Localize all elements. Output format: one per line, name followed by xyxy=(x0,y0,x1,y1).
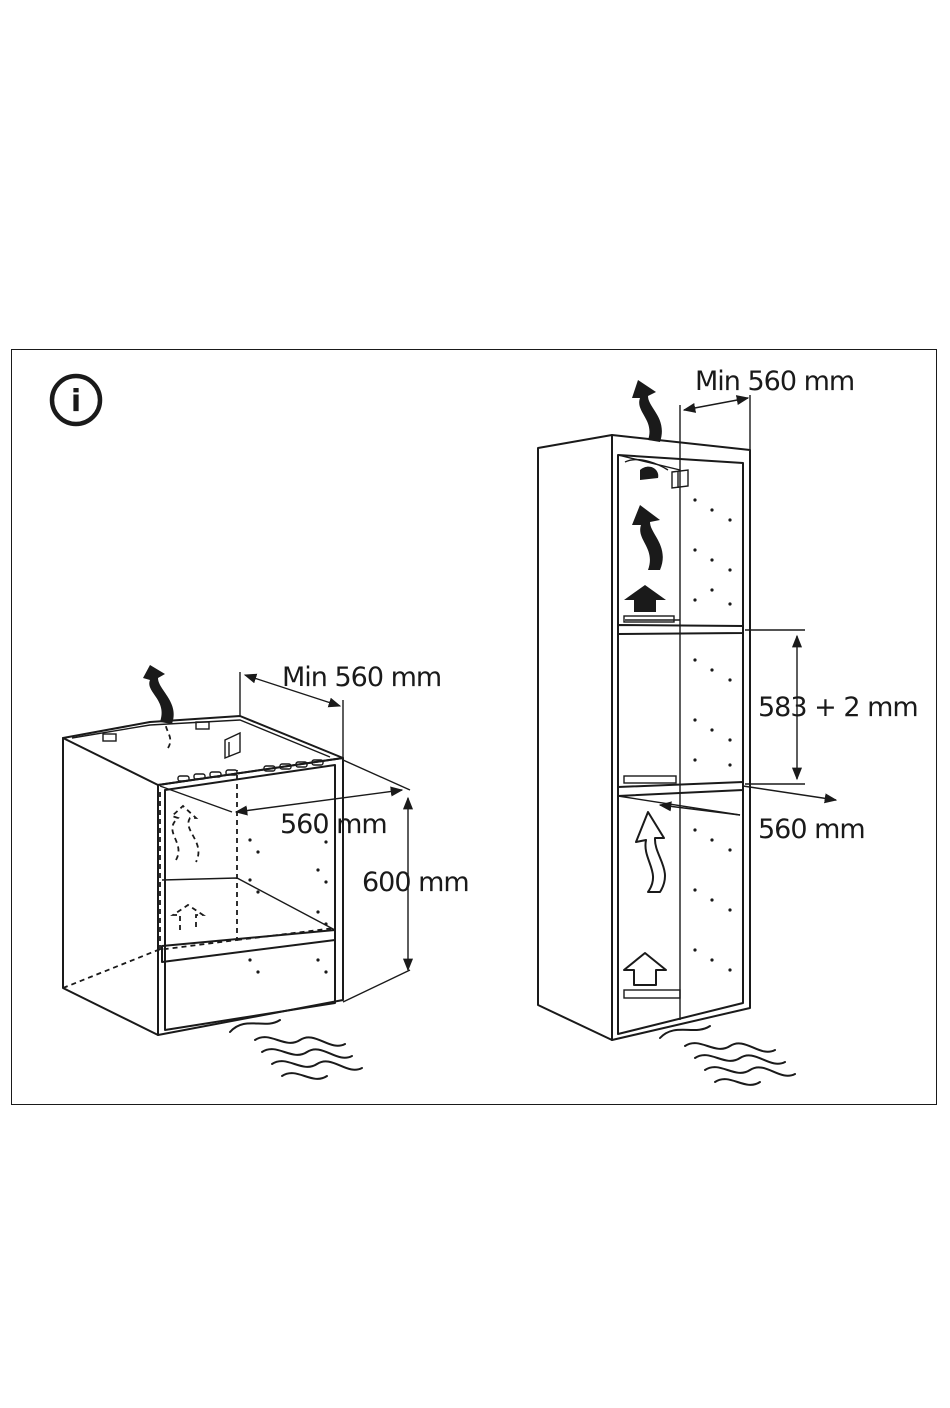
left-min-width-label: Min 560 mm xyxy=(282,662,441,693)
info-circle-icon: i xyxy=(52,376,100,424)
left-cabinet-inflow-waves xyxy=(230,1020,362,1079)
right-min-width-dimension: Min 560 mm xyxy=(680,366,854,470)
left-cabinet xyxy=(63,716,343,1035)
left-cabinet-back-dots xyxy=(248,828,327,973)
right-cabinet-inflow-waves xyxy=(660,1026,795,1085)
right-niche-height-label: 583 + 2 mm xyxy=(758,692,918,723)
left-cabinet-side-panel xyxy=(63,738,158,1035)
right-cabinet-side-panel xyxy=(538,435,612,1040)
right-cabinet-airflow-icon xyxy=(624,380,795,1085)
left-depth-label: 560 mm xyxy=(280,809,387,840)
right-cabinet-back-dots xyxy=(693,498,731,971)
left-cabinet-front-opening xyxy=(165,765,335,1030)
info-glyph: i xyxy=(71,384,81,419)
left-cabinet-shelf xyxy=(162,930,335,962)
left-min-width-dimension: Min 560 mm xyxy=(240,662,441,758)
right-depth-label: 560 mm xyxy=(758,814,865,845)
left-height-label: 600 mm xyxy=(362,867,469,898)
right-min-width-label: Min 560 mm xyxy=(695,366,854,397)
right-niche-height-dimension: 583 + 2 mm xyxy=(745,630,918,784)
